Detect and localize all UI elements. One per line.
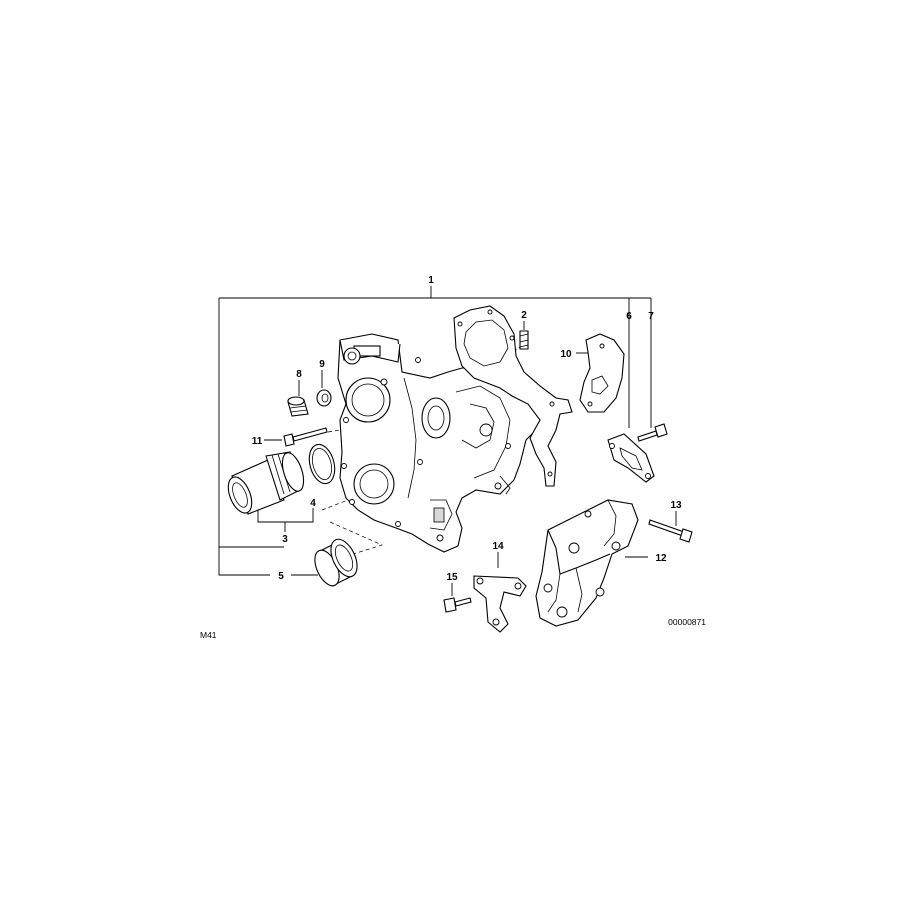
callout-8: 8 xyxy=(296,369,302,380)
callout-1: 1 xyxy=(428,275,434,286)
callout-2: 2 xyxy=(521,310,527,321)
bracket-plate xyxy=(607,433,655,483)
dowel-sleeve xyxy=(519,330,529,350)
bolt-part-15 xyxy=(443,597,472,613)
bolt-part-13 xyxy=(648,519,693,543)
callout-5: 5 xyxy=(278,571,284,582)
callout-14: 14 xyxy=(492,541,504,552)
callout-6: 6 xyxy=(626,311,632,322)
gasket-ring-part-9 xyxy=(316,389,332,407)
callout-3: 3 xyxy=(282,534,288,545)
callout-15: 15 xyxy=(446,572,458,583)
callout-10: 10 xyxy=(560,349,572,360)
callout-labels: 1 2 3 4 5 6 7 8 9 10 11 12 13 14 15 xyxy=(252,275,682,583)
shaft-seal xyxy=(314,538,358,587)
callout-12: 12 xyxy=(655,553,667,564)
leader-lines xyxy=(218,286,677,596)
drawing-number: 00000871 xyxy=(668,617,706,627)
callout-13: 13 xyxy=(670,500,682,511)
callout-7: 7 xyxy=(648,311,654,322)
thread-sleeve xyxy=(227,451,305,515)
screw-plug xyxy=(287,396,309,417)
strap-bracket xyxy=(473,575,527,633)
callout-9: 9 xyxy=(319,359,325,370)
o-ring-part-4 xyxy=(308,443,336,485)
timing-case-cover xyxy=(337,333,549,553)
cover-gasket xyxy=(453,305,573,487)
model-code: M41 xyxy=(200,630,217,640)
callout-11: 11 xyxy=(252,436,263,447)
bolt-part-7 xyxy=(637,423,668,442)
mount-bracket xyxy=(535,499,639,627)
gasket-part-10 xyxy=(579,333,625,413)
bolt-part-11 xyxy=(283,427,328,447)
callout-4: 4 xyxy=(310,498,316,509)
